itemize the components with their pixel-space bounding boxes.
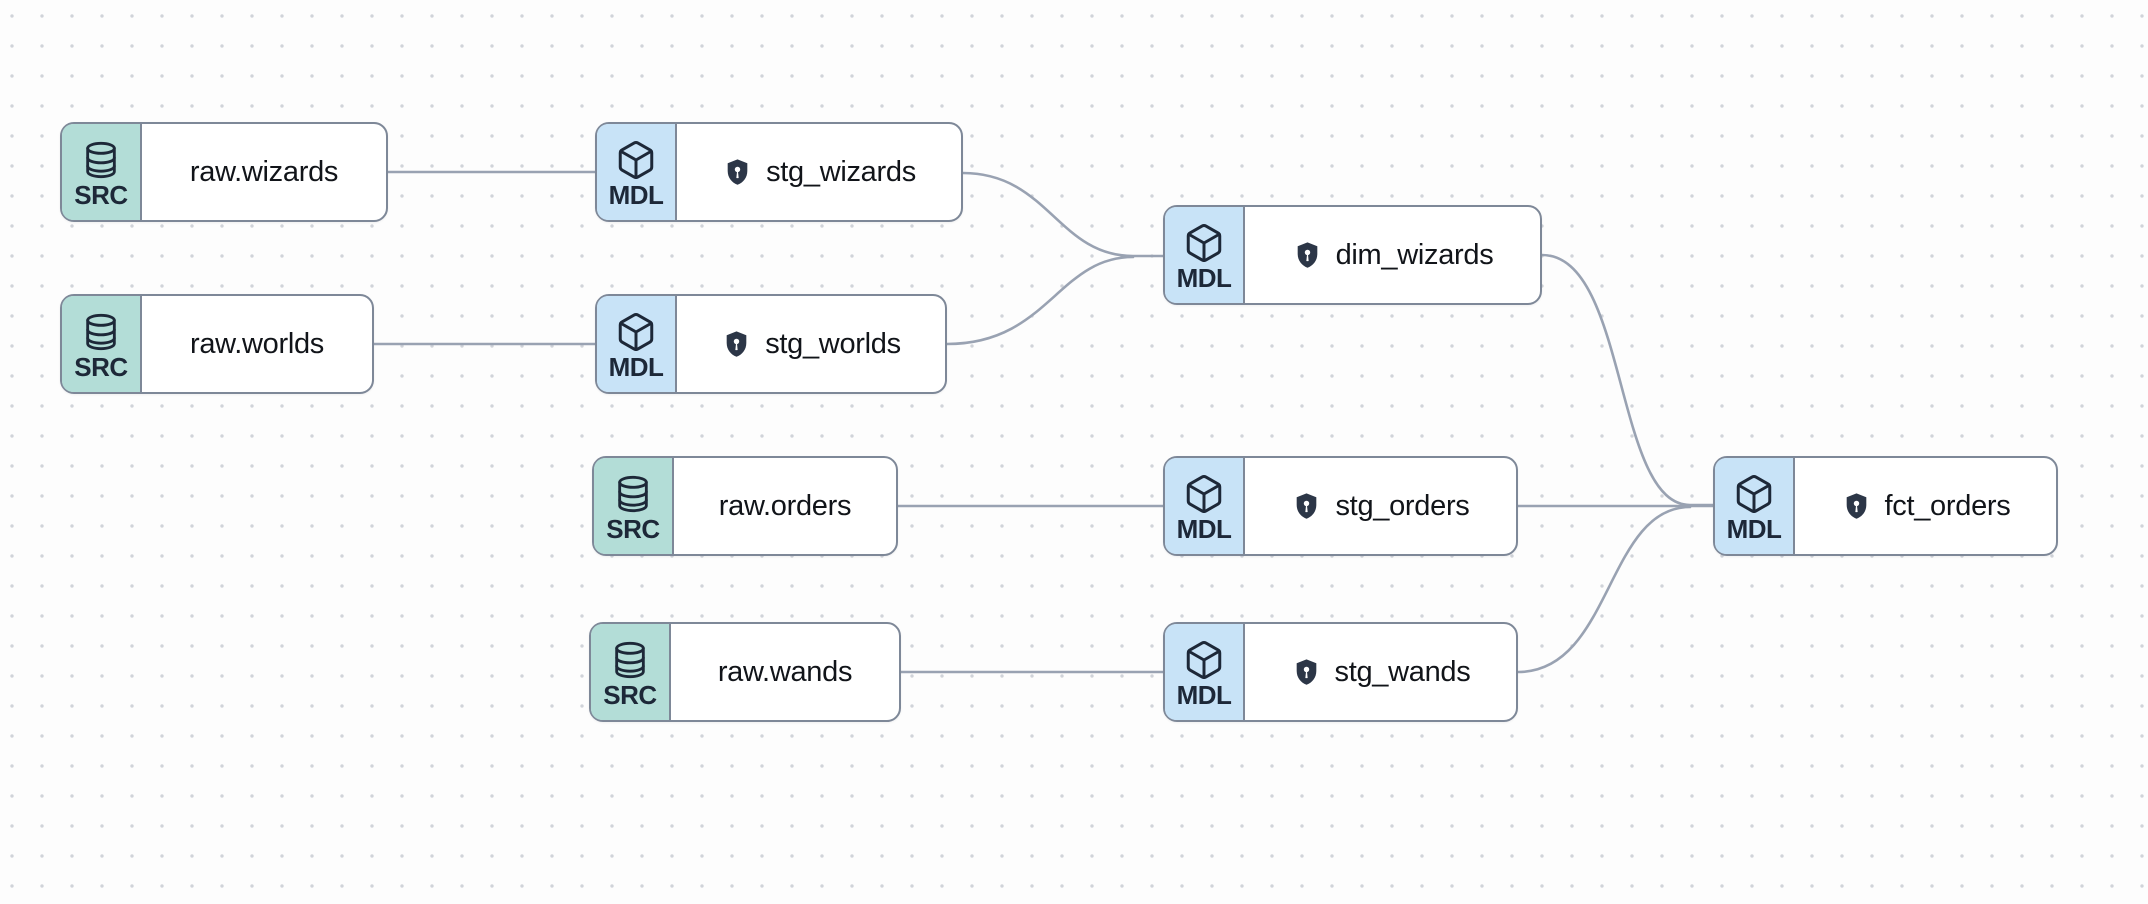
- node-label: raw.wizards: [189, 155, 339, 188]
- node-stg-wands[interactable]: MDL stg_wands: [1163, 622, 1518, 722]
- source-type-label: SRC: [74, 179, 128, 210]
- edge-stg-wands-to-fct-orders: [1516, 505, 1692, 674]
- node-label: stg_wands: [1334, 655, 1471, 688]
- node-label: stg_orders: [1335, 489, 1470, 522]
- node-fct-orders[interactable]: MDL fct_orders: [1713, 456, 2058, 556]
- model-type-label: MDL: [1726, 513, 1782, 544]
- node-raw-worlds[interactable]: SRC raw.worlds: [60, 294, 374, 394]
- source-type-label: SRC: [603, 679, 657, 710]
- model-type-label: MDL: [608, 179, 664, 210]
- cube-icon: [1183, 473, 1225, 515]
- shield-lock-icon: [1841, 490, 1872, 523]
- node-label: raw.wands: [717, 655, 853, 688]
- node-label: raw.orders: [718, 489, 852, 522]
- node-label: stg_wizards: [766, 155, 916, 188]
- database-icon: [613, 473, 653, 515]
- edge-stg-wizards-to-dim-wizards: [961, 171, 1165, 258]
- source-type-badge: SRC: [594, 458, 674, 554]
- cube-icon: [1733, 473, 1775, 515]
- model-type-badge: MDL: [1165, 458, 1245, 554]
- node-label: raw.worlds: [190, 327, 324, 360]
- source-type-badge: SRC: [591, 624, 671, 720]
- shield-lock-icon: [1291, 490, 1322, 523]
- node-label: fct_orders: [1884, 489, 2011, 522]
- model-type-label: MDL: [1176, 262, 1232, 293]
- node-stg-worlds[interactable]: MDL stg_worlds: [595, 294, 947, 394]
- source-type-label: SRC: [74, 351, 128, 382]
- shield-lock-icon: [1292, 239, 1323, 272]
- shield-lock-icon: [722, 156, 753, 189]
- node-label: stg_worlds: [765, 327, 901, 360]
- edge-dim-wizards-to-fct-orders: [1540, 253, 1715, 507]
- shield-lock-icon: [721, 328, 752, 361]
- edge-stg-worlds-to-dim-wizards: [945, 255, 1135, 346]
- node-dim-wizards[interactable]: MDL dim_wizards: [1163, 205, 1542, 305]
- shield-lock-icon: [1291, 656, 1322, 689]
- source-type-badge: SRC: [62, 124, 142, 220]
- model-type-badge: MDL: [597, 296, 677, 392]
- model-type-label: MDL: [608, 351, 664, 382]
- node-raw-wands[interactable]: SRC raw.wands: [589, 622, 901, 722]
- model-type-badge: MDL: [597, 124, 677, 220]
- cube-icon: [1183, 639, 1225, 681]
- database-icon: [610, 639, 650, 681]
- model-type-label: MDL: [1176, 679, 1232, 710]
- cube-icon: [615, 139, 657, 181]
- node-stg-wizards[interactable]: MDL stg_wizards: [595, 122, 963, 222]
- node-label: dim_wizards: [1335, 238, 1494, 271]
- model-type-badge: MDL: [1165, 207, 1245, 303]
- node-stg-orders[interactable]: MDL stg_orders: [1163, 456, 1518, 556]
- database-icon: [81, 311, 121, 353]
- model-type-label: MDL: [1176, 513, 1232, 544]
- source-type-label: SRC: [606, 513, 660, 544]
- source-type-badge: SRC: [62, 296, 142, 392]
- node-raw-orders[interactable]: SRC raw.orders: [592, 456, 898, 556]
- database-icon: [81, 139, 121, 181]
- cube-icon: [1183, 222, 1225, 264]
- model-type-badge: MDL: [1715, 458, 1795, 554]
- node-raw-wizards[interactable]: SRC raw.wizards: [60, 122, 388, 222]
- model-type-badge: MDL: [1165, 624, 1245, 720]
- cube-icon: [615, 311, 657, 353]
